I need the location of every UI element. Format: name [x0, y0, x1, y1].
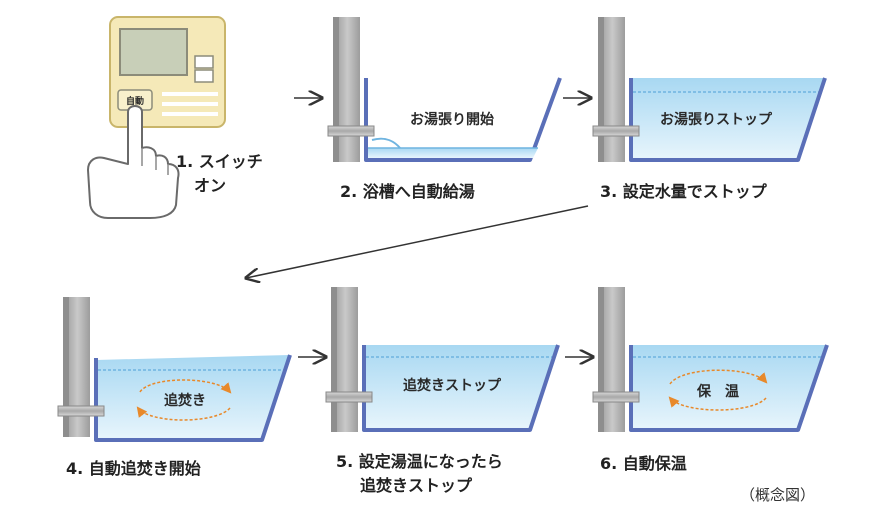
- step-4-line1: 4. 自動追焚き開始: [66, 459, 201, 478]
- step-2-line1: 2. 浴槽へ自動給湯: [340, 182, 475, 201]
- bathtub-icon: [57, 297, 292, 442]
- panel-button-label: 自動: [126, 95, 144, 107]
- step-3-line1: 3. 設定水量でストップ: [600, 182, 767, 201]
- bathtub-icon: [592, 287, 829, 432]
- concept-note: （概念図）: [740, 486, 816, 504]
- step-3-caption: 3. 設定水量でストップ: [600, 180, 767, 204]
- step-6-line1: 6. 自動保温: [600, 454, 687, 473]
- step-5-line1: 5. 設定湯温になったら: [336, 452, 503, 471]
- tub-label-fill-stop: お湯張りストップ: [660, 111, 773, 128]
- tub-label-reheat-stop: 追焚きストップ: [403, 377, 502, 394]
- bathtub-icon: [327, 17, 562, 162]
- step-5-line2: 追焚きストップ: [360, 476, 473, 495]
- return-arrow-icon: [246, 205, 589, 278]
- step-1-line1: 1. スイッチ: [176, 152, 263, 171]
- step-4-caption: 4. 自動追焚き開始: [66, 457, 201, 481]
- step-6-caption: 6. 自動保温: [600, 452, 687, 476]
- step-2-caption: 2. 浴槽へ自動給湯: [340, 180, 475, 204]
- step-1-caption: 1. スイッチ オン: [176, 150, 263, 198]
- circulation-arrows-icon: [668, 369, 768, 411]
- bathtub-icon: [325, 287, 560, 432]
- step-1-line2: オン: [194, 176, 227, 195]
- step-5-caption: 5. 設定湯温になったら 追焚きストップ: [336, 450, 503, 498]
- tub-label-reheat: 追焚き: [164, 392, 206, 409]
- bathtub-icon: [592, 17, 827, 162]
- tub-label-fill-start: お湯張り開始: [410, 111, 494, 128]
- tub-label-keep-warm: 保 温: [696, 383, 739, 400]
- control-panel-icon: [109, 16, 226, 128]
- pointing-hand-icon: [87, 105, 180, 219]
- circulation-arrows-icon: [136, 379, 232, 421]
